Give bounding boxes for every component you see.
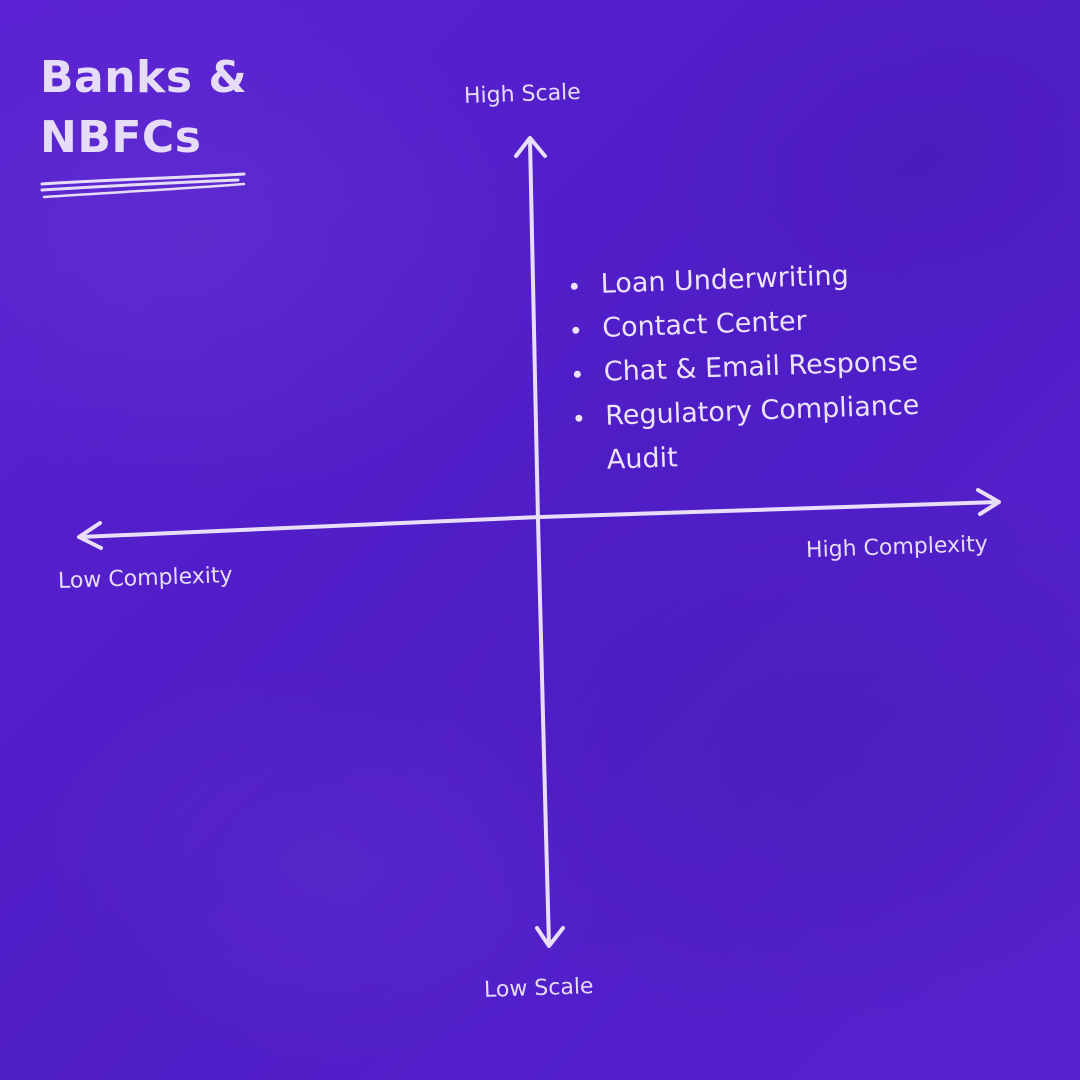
quadrant-item-list: Loan Underwriting Contact Center Chat & … bbox=[568, 252, 922, 484]
bullet-icon bbox=[572, 326, 580, 334]
horizontal-axis bbox=[78, 500, 1000, 539]
title-underline bbox=[40, 172, 246, 199]
title-line-1: Banks & bbox=[40, 52, 248, 103]
arrow-up-icon bbox=[514, 136, 547, 158]
arrow-left-icon bbox=[77, 521, 103, 550]
bullet-icon bbox=[575, 414, 583, 422]
list-item: Regulatory Compliance Audit bbox=[573, 384, 922, 484]
bullet-icon bbox=[570, 282, 578, 290]
title-line-2: NBFCs bbox=[40, 112, 202, 163]
arrow-down-icon bbox=[535, 926, 565, 948]
axis-label-bottom: Low Scale bbox=[483, 974, 594, 1003]
arrow-right-icon bbox=[976, 488, 1001, 516]
axis-label-top: High Scale bbox=[463, 79, 582, 110]
diagram-title: Banks & NBFCs bbox=[40, 48, 247, 168]
vertical-axis bbox=[528, 138, 551, 947]
bullet-icon bbox=[573, 370, 581, 378]
